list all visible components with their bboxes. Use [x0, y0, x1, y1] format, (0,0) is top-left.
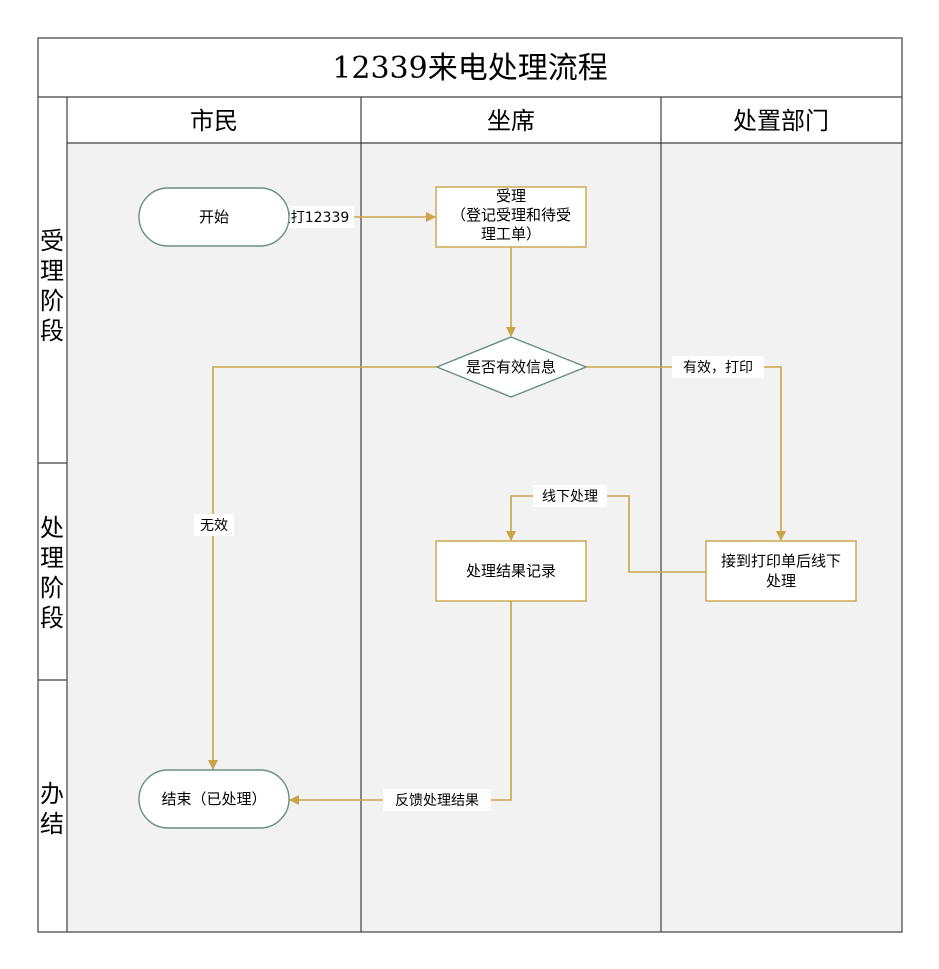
edge-valid [586, 366, 786, 541]
lane-header-agent: 坐席 [487, 107, 535, 135]
lane-header-department: 处置部门 [733, 107, 829, 135]
edge-label-offline-text: 线下处理 [542, 489, 598, 505]
edge-invalid [208, 366, 437, 770]
decision-node-label: 是否有效信息 [466, 358, 556, 376]
end-node-label: 结束（已处理） [161, 790, 266, 808]
accept-node: 受理 （登记受理和待受 理工单） [435, 186, 587, 248]
phase-label-char: 阶 [40, 574, 64, 602]
edge-label-dial-text: 拨打12339 [277, 209, 350, 226]
edge-label-feedback: 反馈处理结果 [383, 789, 491, 811]
phase-label-char: 段 [40, 317, 64, 345]
lane-header-citizen: 市民 [190, 107, 238, 135]
department-node-line-1: 接到打印单后线下 [721, 552, 841, 570]
department-node-line-2: 处理 [766, 572, 796, 590]
accept-node-line-3: 理工单） [481, 225, 541, 243]
record-node: 处理结果记录 [435, 540, 587, 602]
edge-label-invalid: 无效 [194, 514, 234, 536]
phase-label-char: 阶 [40, 287, 64, 315]
phase-label-char: 结 [40, 810, 64, 838]
phase-label-char: 段 [40, 604, 64, 632]
edge-offline [506, 495, 706, 573]
end-node: 结束（已处理） [138, 769, 290, 829]
decision-node: 是否有效信息 [435, 336, 588, 398]
phase-label-char: 办 [40, 780, 64, 808]
edge-feedback [289, 601, 512, 805]
edge-label-valid-text: 有效，打印 [683, 359, 753, 376]
accept-node-line-2: （登记受理和待受 [451, 206, 571, 224]
start-node: 开始 [138, 187, 290, 247]
department-node: 接到打印单后线下 处理 [705, 540, 857, 602]
edge-label-feedback-text: 反馈处理结果 [395, 793, 479, 809]
phase-label-char: 理 [40, 257, 64, 285]
pool-frame [37, 37, 903, 933]
diagram-title: 12339来电处理流程 [332, 51, 607, 86]
start-node-label: 开始 [199, 208, 229, 226]
edge-label-dial: 拨打12339 [272, 206, 354, 228]
edge-label-offline: 线下处理 [533, 485, 607, 507]
edge-label-invalid-text: 无效 [200, 518, 228, 534]
accept-node-line-1: 受理 [496, 187, 526, 205]
phase-label-char: 受 [40, 227, 64, 255]
phase-label-char: 处 [40, 514, 64, 542]
phase-label-close: 办结 [40, 780, 64, 838]
edge-label-valid: 有效，打印 [672, 356, 764, 378]
phase-label-char: 理 [40, 544, 64, 572]
record-node-label: 处理结果记录 [466, 562, 556, 580]
